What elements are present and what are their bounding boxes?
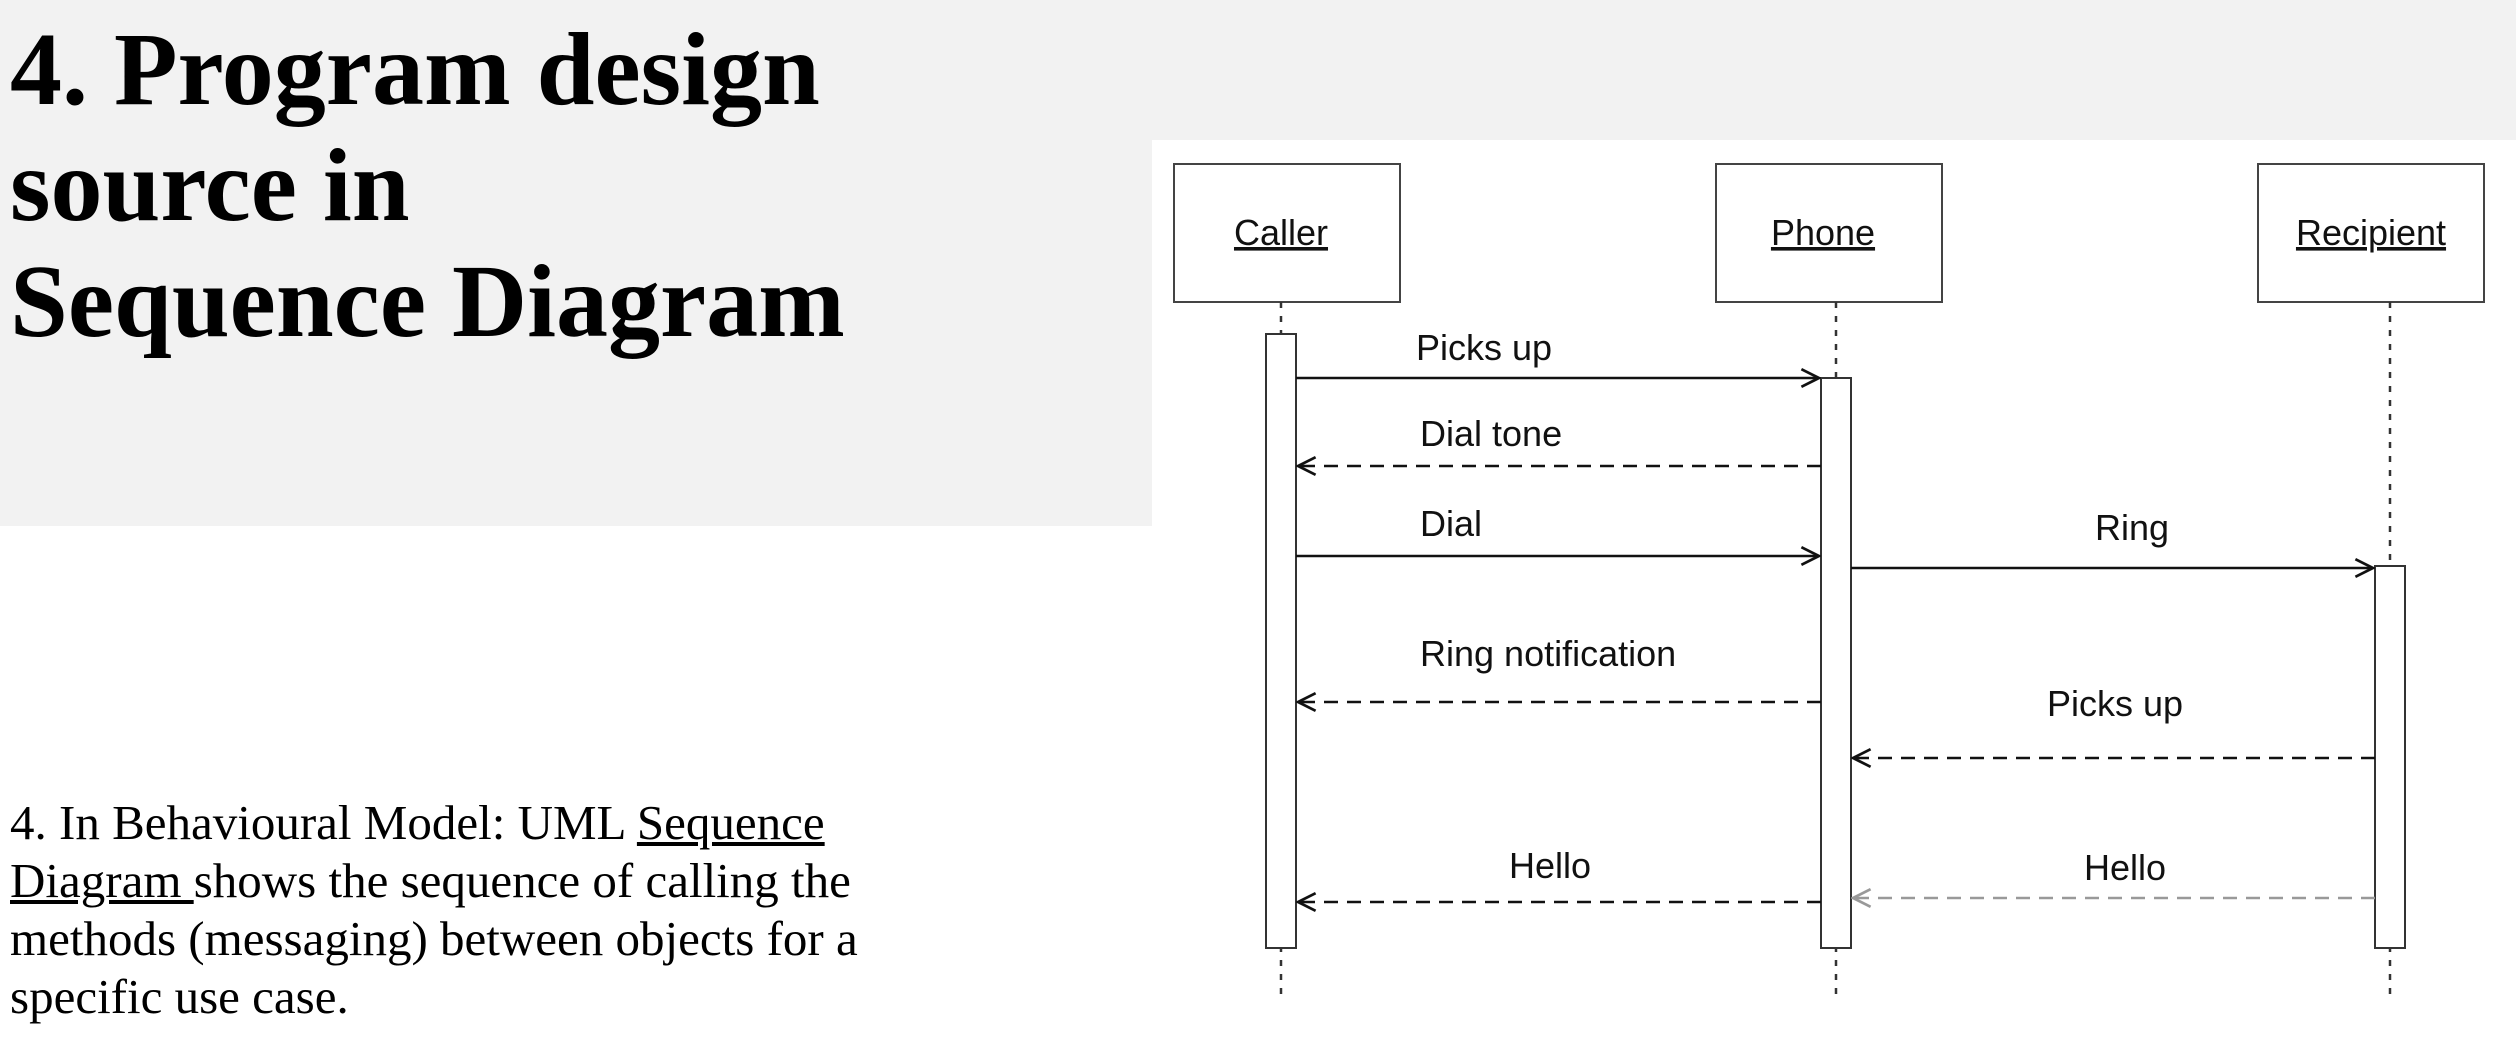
slide-title: 4. Program design source in Sequence Dia…	[10, 12, 1110, 360]
lifeline-label-caller: Caller	[1234, 212, 1328, 253]
sequence-diagram-link[interactable]: Sequence Diagram	[10, 795, 825, 908]
sequence-diagram-panel: Caller Phone Recipient Picks up Dial ton…	[1152, 140, 2516, 1040]
title-line-2: source in	[10, 128, 410, 243]
lifeline-box-recipient	[2257, 163, 2485, 303]
body-text-suffix: shows the sequence of calling the method…	[10, 853, 858, 1024]
title-line-3: Sequence Diagram	[10, 244, 845, 359]
message-label-ring-notification: Ring notification	[1420, 633, 1676, 674]
activation-bar-phone	[1820, 377, 1852, 949]
message-label-picks-up: Picks up	[1416, 327, 1552, 368]
lifeline-label-recipient: Recipient	[2296, 212, 2446, 253]
lifeline-box-caller	[1173, 163, 1401, 303]
message-label-picks-up-reply: Picks up	[2047, 683, 2183, 724]
body-paragraph: 4. In Behavioural Model: UML Sequence Di…	[10, 794, 930, 1026]
sequence-diagram: Caller Phone Recipient Picks up Dial ton…	[1173, 163, 2485, 1002]
lifeline-label-phone: Phone	[1771, 212, 1875, 253]
title-line-1: 4. Program design	[10, 12, 820, 127]
message-label-hello-phone: Hello	[2084, 847, 2166, 888]
activation-bar-caller	[1265, 333, 1297, 949]
message-label-dial: Dial	[1420, 503, 1482, 544]
body-text-prefix: 4. In Behavioural Model: UML	[10, 795, 637, 850]
message-label-hello-caller: Hello	[1509, 845, 1591, 886]
activation-bar-recipient	[2374, 565, 2406, 949]
lifeline-box-phone	[1715, 163, 1943, 303]
message-label-dial-tone: Dial tone	[1420, 413, 1562, 454]
message-label-ring: Ring	[2095, 507, 2169, 548]
